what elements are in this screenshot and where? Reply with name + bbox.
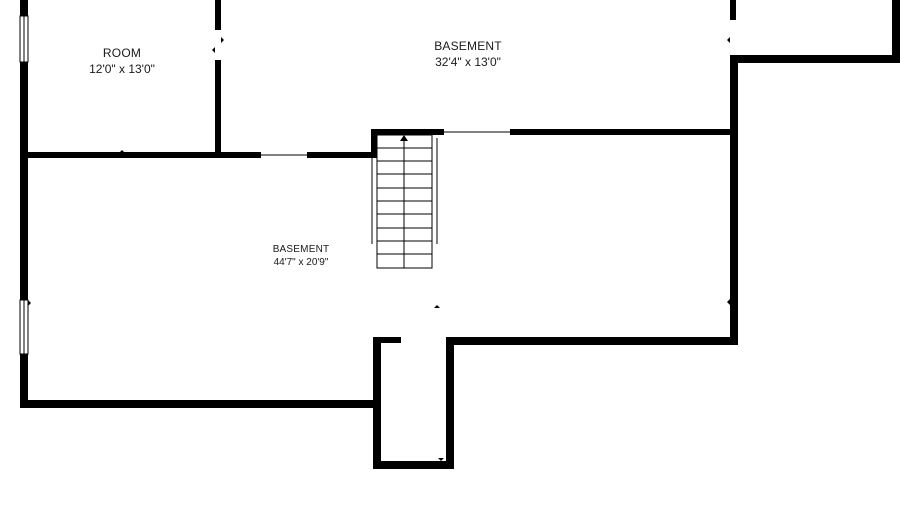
wall-closet-right	[446, 337, 454, 469]
walls	[20, 0, 900, 469]
wall-upper-right-bottom	[730, 55, 900, 63]
wall-right-top-stub	[730, 0, 736, 20]
windows	[19, 15, 29, 355]
wall-closet-bottom	[373, 461, 454, 469]
wall-stair-top	[371, 129, 444, 135]
room-name: ROOM	[102, 46, 142, 60]
basement-upper-dimensions: 32'4" x 13'0"	[435, 54, 501, 69]
openings	[215, 20, 736, 158]
room-label: ROOM 12'0" x 13'0"	[72, 46, 172, 77]
opening-basement-right	[730, 20, 736, 55]
wall-basement-divider	[444, 129, 734, 135]
markers	[28, 37, 730, 461]
stair-arrow-icon	[400, 135, 408, 141]
basement-lower-dimensions: 44'7" x 20'9"	[273, 257, 329, 268]
wall-stair-left	[371, 129, 377, 158]
wall-right	[730, 55, 738, 345]
wall-left-lower	[20, 155, 28, 408]
wall-room-bottom	[20, 152, 373, 158]
staircase	[371, 134, 438, 269]
basement-upper-label: BASEMENT 32'4" x 13'0"	[408, 39, 528, 70]
basement-lower-label: BASEMENT 44'7" x 20'9"	[251, 243, 351, 269]
basement-lower-name: BASEMENT	[272, 244, 330, 255]
basement-upper-name: BASEMENT	[434, 39, 502, 53]
wall-closet-top-stub	[373, 337, 401, 343]
room-dimensions: 12'0" x 13'0"	[89, 61, 155, 76]
wall-room-right	[215, 0, 221, 157]
wall-bottom-left	[20, 400, 380, 408]
opening-room-right	[215, 30, 221, 60]
wall-upper-right-side	[892, 0, 900, 63]
wall-left-upper	[20, 0, 28, 160]
wall-bottom-right	[446, 337, 738, 345]
wall-closet-left	[373, 337, 381, 469]
